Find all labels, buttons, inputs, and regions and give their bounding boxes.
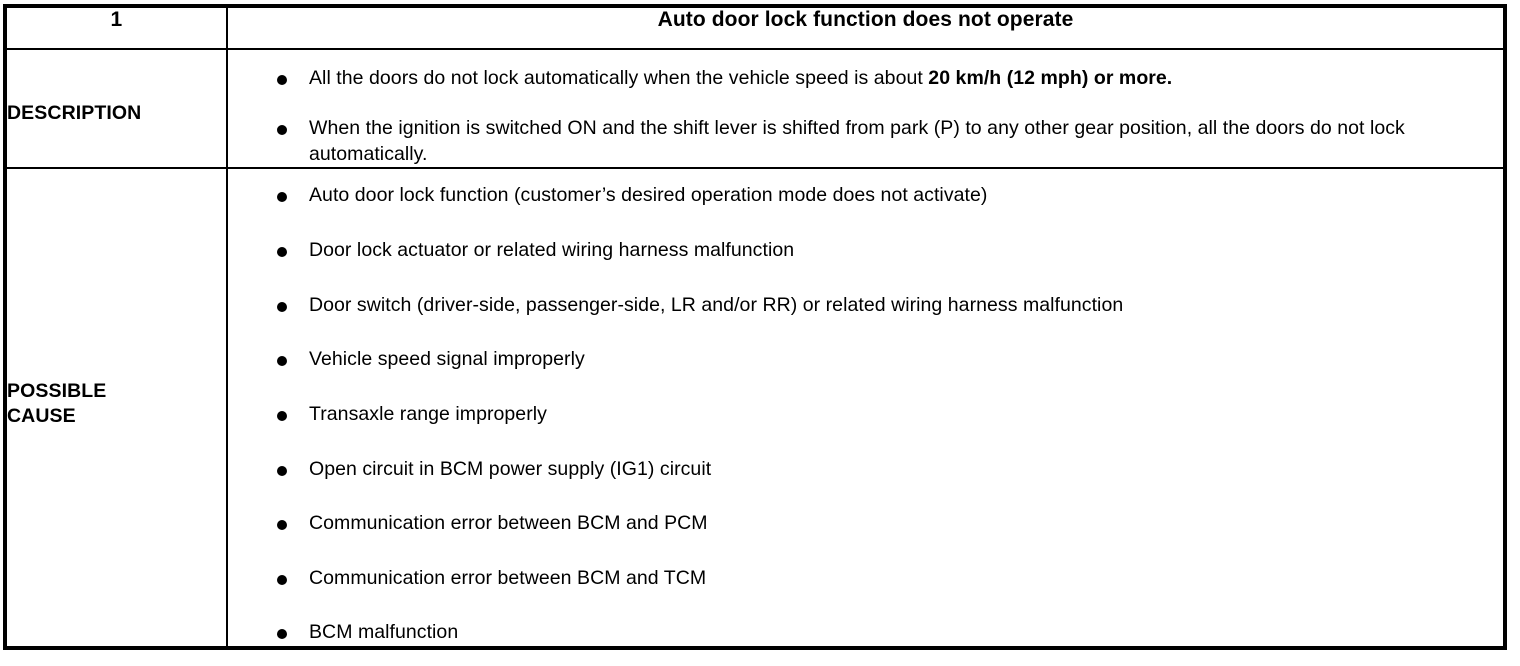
table-header-row: 1 Auto door lock function does not opera… (4, 5, 1506, 50)
bullet-text: Communication error between BCM and PCM (309, 512, 708, 535)
bullet-item: Open circuit in BCM power supply (IG1) c… (228, 456, 1503, 482)
bullet-item: BCM malfunction (228, 619, 1503, 645)
description-content-cell: All the doors do not lock automatically … (226, 47, 1506, 170)
label-line: CAUSE (7, 405, 76, 428)
bullet-text: BCM malfunction (309, 621, 459, 644)
possible-cause-bullet-list: Auto door lock function (customer’s desi… (228, 169, 1503, 645)
bullet-text: Door lock actuator or related wiring har… (309, 239, 795, 261)
description-label-cell: DESCRIPTION (4, 47, 228, 170)
description-bullet-list: All the doors do not lock automatically … (228, 50, 1503, 167)
bullet-text: Vehicle speed signal improperly (309, 348, 585, 371)
bullet-item: Door lock actuator or related wiring har… (228, 237, 1503, 263)
bullet-item: Vehicle speed signal improperly (228, 346, 1503, 372)
bullet-item: Transaxle range improperly (228, 401, 1503, 427)
dtc-title-cell: Auto door lock function does not operate (226, 5, 1506, 50)
bullet-item: Auto door lock function (customer’s desi… (228, 182, 1503, 208)
bullet-text: All the doors do not lock automatically … (309, 67, 929, 89)
bullet-text: Open circuit in BCM power supply (IG1) c… (309, 457, 712, 480)
bullet-text: Auto door lock function (customer’s desi… (309, 184, 988, 207)
bullet-item: Door switch (driver-side, passenger-side… (228, 292, 1503, 318)
bullet-item: Communication error between BCM and PCM (228, 510, 1503, 536)
bullet-item: When the ignition is switched ON and the… (228, 115, 1503, 167)
bullet-text: Transaxle range improperly (309, 402, 547, 425)
dtc-table: 1 Auto door lock function does not opera… (3, 4, 1507, 650)
label-line: POSSIBLE (7, 380, 107, 403)
bullet-item: All the doors do not lock automatically … (228, 65, 1503, 91)
bullet-text-emphasis: 20 km/h (12 mph) or more. (928, 67, 1173, 89)
dtc-number-cell: 1 (4, 5, 228, 50)
bullet-item: Communication error between BCM and TCM (228, 565, 1503, 591)
possible-cause-content-cell: Auto door lock function (customer’s desi… (226, 167, 1506, 649)
bullet-text: When the ignition is switched ON and the… (309, 117, 1405, 166)
bullet-text: Communication error between BCM and TCM (309, 566, 707, 589)
bullet-text: Door switch (driver-side, passenger-side… (309, 293, 1124, 316)
description-label: DESCRIPTION (7, 102, 142, 124)
table-row-description: DESCRIPTION All the doors do not lock au… (4, 47, 1506, 170)
